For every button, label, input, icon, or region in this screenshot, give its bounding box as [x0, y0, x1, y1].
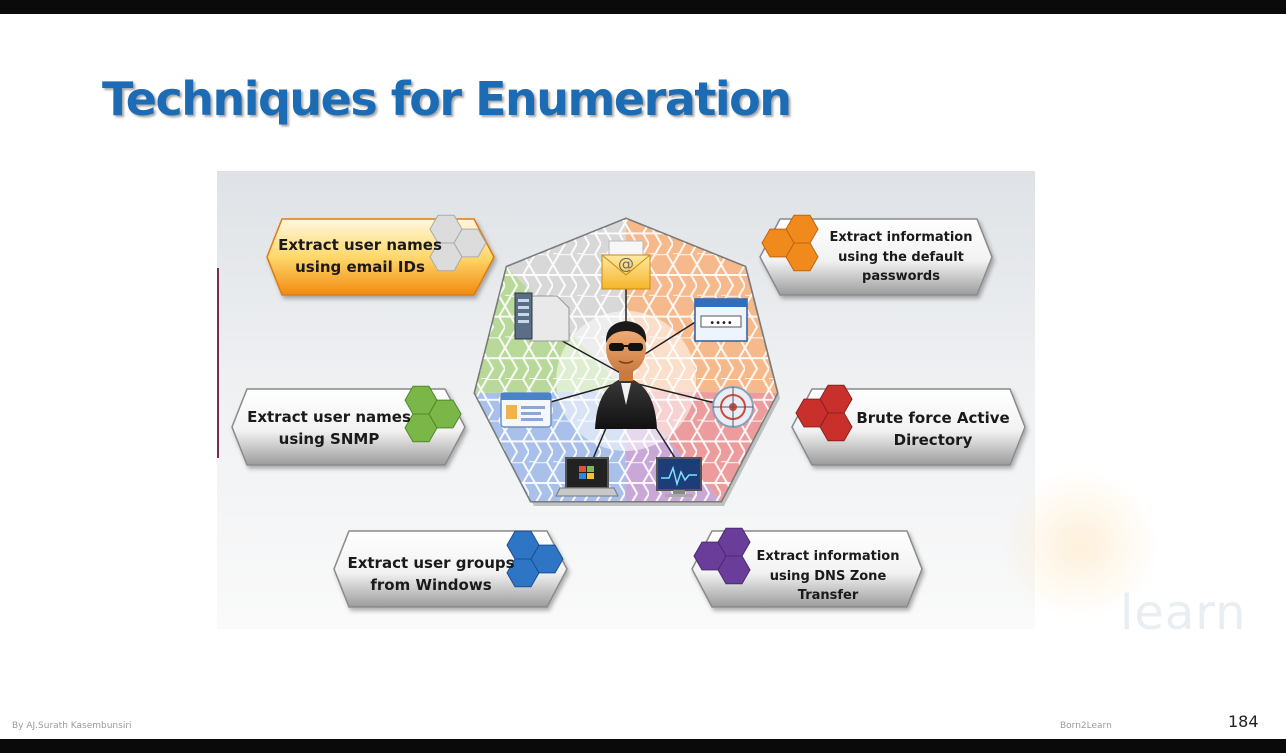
box-active-directory	[791, 388, 1026, 466]
footer-author: By AJ.Surath Kasembunsiri	[12, 721, 132, 731]
page-number: 184	[1228, 712, 1259, 731]
monitor-icon	[656, 457, 702, 497]
hex-cluster-gray	[429, 214, 487, 272]
box-dns-zone	[691, 530, 923, 608]
watermark-glow	[1000, 470, 1160, 620]
laptop-icon	[555, 457, 619, 497]
hexagon-tile	[795, 398, 829, 428]
bottom-black-bar	[0, 739, 1286, 753]
top-black-bar	[0, 0, 1286, 14]
box-windows	[333, 530, 568, 608]
enumeration-diagram: @ ••••	[217, 171, 1035, 629]
box-default-passwords	[759, 218, 993, 296]
hexagon-tile	[453, 228, 487, 258]
slide-title: Techniques for Enumeration	[102, 72, 792, 126]
hexagon-tile	[761, 228, 795, 258]
footer-brand: Born2Learn	[1060, 721, 1112, 731]
hexagon-tile	[530, 544, 564, 574]
hex-cluster-purple	[693, 527, 751, 585]
hex-cluster-orange	[761, 214, 819, 272]
hacker-avatar-icon	[595, 321, 657, 429]
hexagon-tile	[428, 399, 462, 429]
hex-cluster-red	[795, 384, 853, 442]
server-icon	[514, 292, 570, 342]
watermark-text: learn	[1120, 585, 1247, 641]
password-window-icon: ••••	[694, 298, 748, 342]
target-icon	[712, 386, 754, 428]
email-icon: @	[601, 240, 651, 290]
svg-text:••••: ••••	[709, 318, 733, 329]
hex-cluster-blue	[506, 530, 564, 588]
box-snmp	[231, 388, 466, 466]
hex-cluster-green	[404, 385, 462, 443]
svg-text:@: @	[618, 254, 634, 273]
id-card-icon	[500, 392, 552, 428]
figure-left-edge-accent	[217, 268, 219, 458]
hexagon-tile	[693, 541, 727, 571]
